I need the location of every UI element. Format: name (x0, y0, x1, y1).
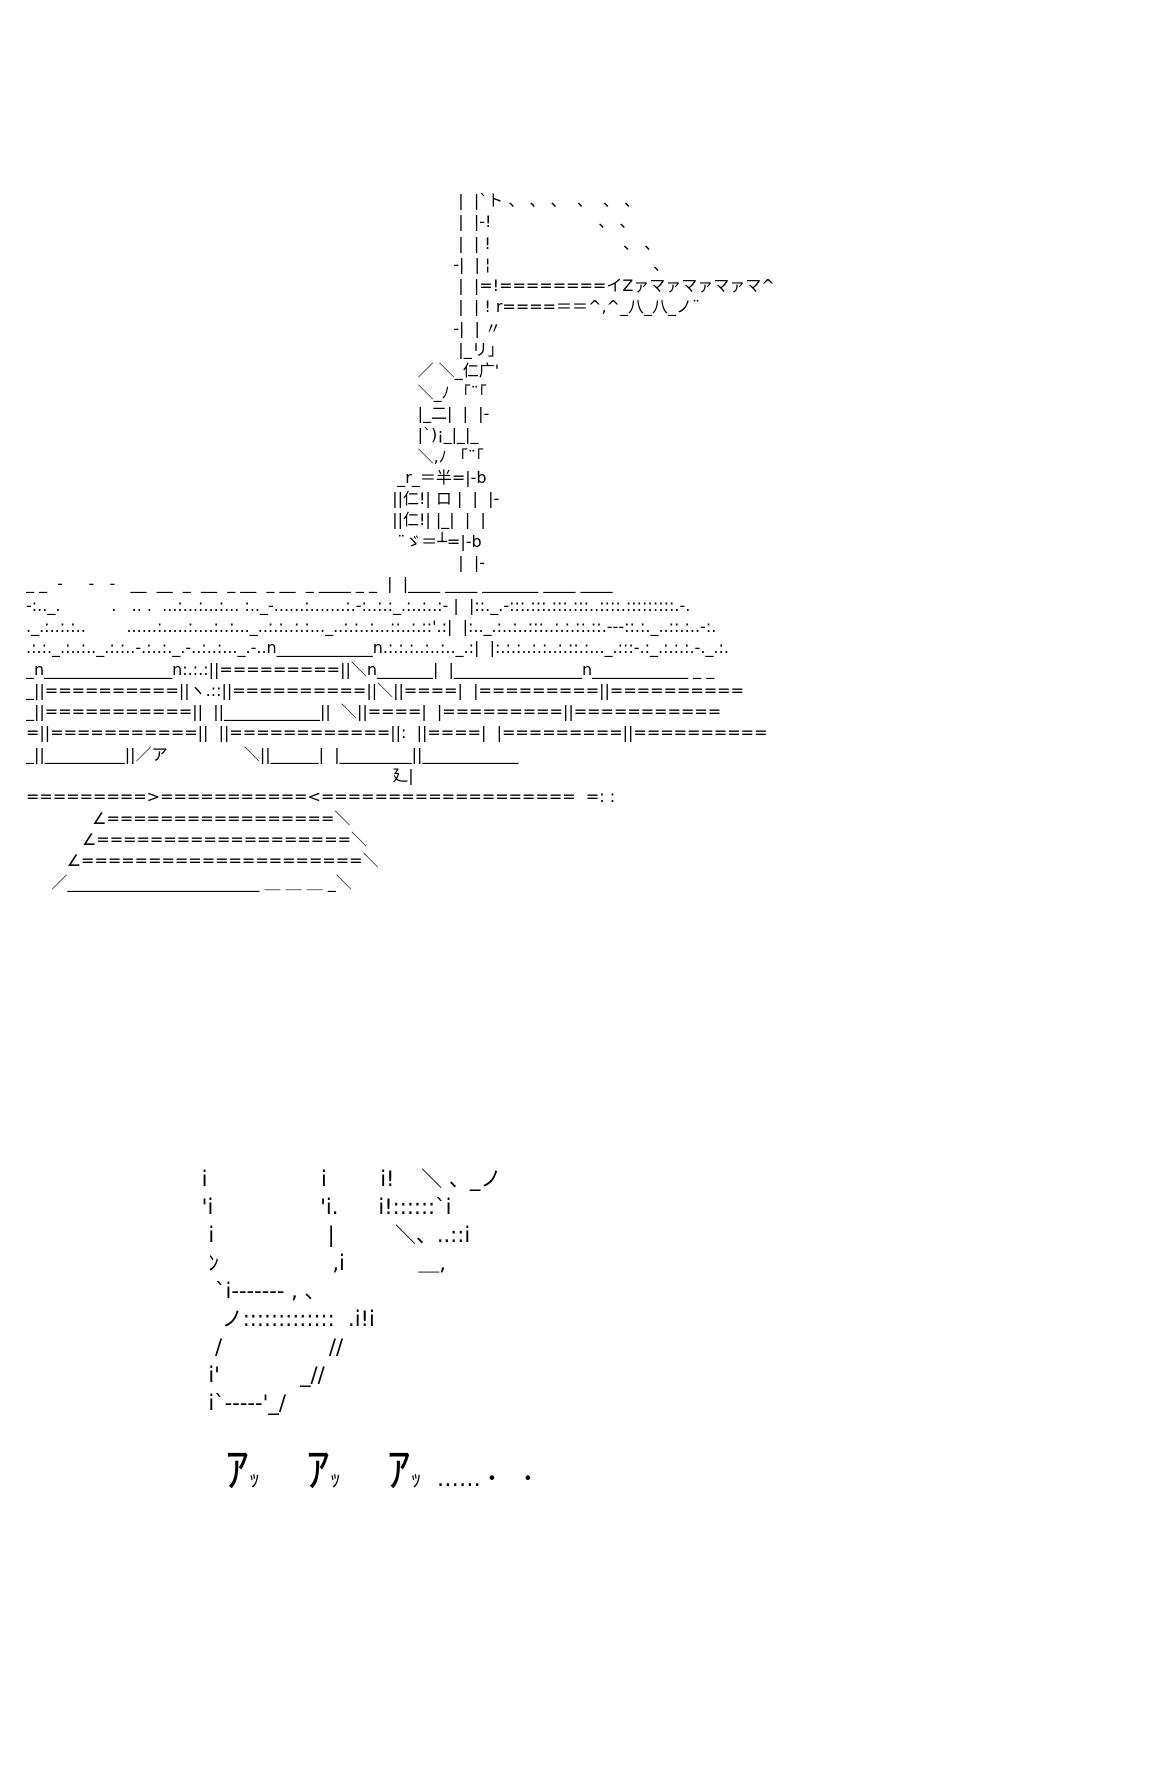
sfx-syllable-tsu2: ｯ (329, 1467, 341, 1492)
hand-ascii-art: i i i! ＼ 、_ノ 'i 'i. i!::::::`i i | ＼、..:… (201, 1167, 502, 1415)
sfx-trailing-dots: ……・ ・ (436, 1467, 539, 1492)
sfx-syllable-a3: ｱ (386, 1442, 411, 1498)
gasping-sound-effect: ｱｯ ｱｯ ｱｯ ……・ ・ (225, 1440, 925, 1510)
sfx-syllable-a2: ｱ (305, 1442, 330, 1498)
sfx-syllable-a1: ｱ (225, 1442, 250, 1498)
sfx-syllable-tsu3: ｯ (410, 1467, 422, 1492)
railroad-crossing-ascii-art: | |`ト 、 、 、 、 、 、 | |-! 、 、 (26, 191, 775, 892)
sfx-syllable-tsu1: ｯ (249, 1467, 261, 1492)
